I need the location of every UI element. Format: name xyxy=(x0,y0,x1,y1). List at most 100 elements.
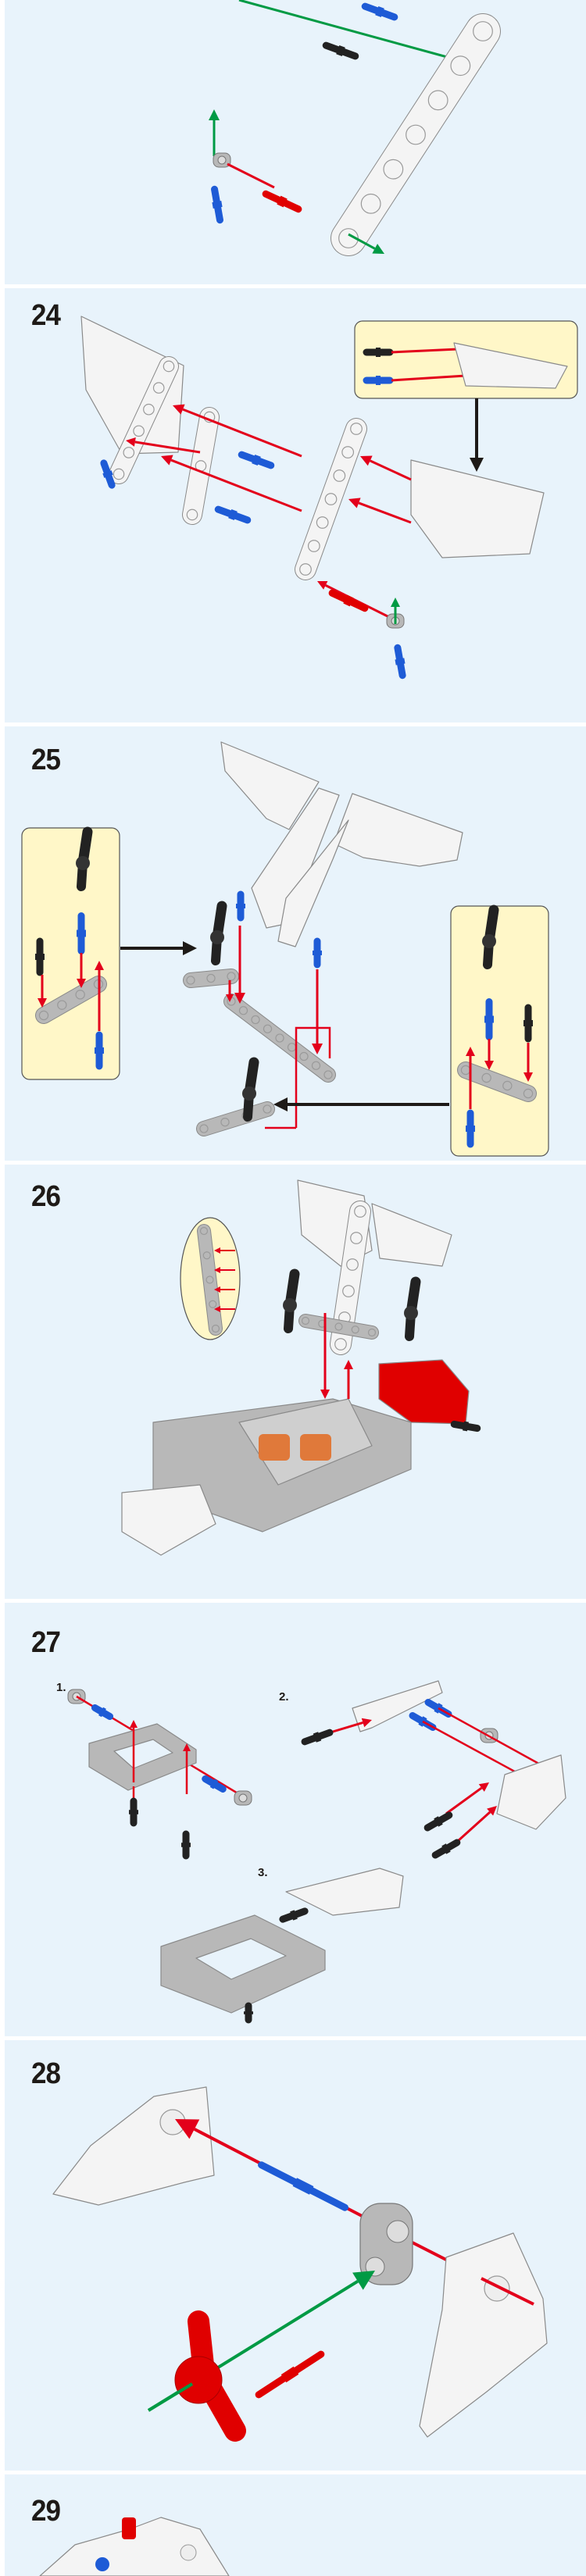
black-angle-connector-hub xyxy=(482,934,496,948)
step-number: 25 xyxy=(31,744,61,776)
grey-l-beam xyxy=(36,976,106,1023)
assembly-arrow-head xyxy=(126,437,136,447)
step-number: 24 xyxy=(31,299,61,332)
beam-hole xyxy=(152,382,165,394)
beam-hole xyxy=(350,1232,363,1244)
beam-hole xyxy=(383,159,404,180)
red-guide-line xyxy=(227,162,275,189)
guide-line xyxy=(391,374,466,382)
beam-hole xyxy=(199,1124,209,1133)
black-pin-collar xyxy=(336,45,345,57)
grey-beam xyxy=(224,994,335,1082)
grey-beam xyxy=(198,1225,222,1335)
step-24-panel: 24 xyxy=(5,288,586,722)
white-panel-left xyxy=(52,2086,215,2206)
blue-pin-collar xyxy=(252,454,261,466)
white-beam xyxy=(295,419,366,580)
black-pin-collar xyxy=(463,1421,469,1432)
grey-connector-hole xyxy=(386,2220,409,2243)
beam-hole xyxy=(209,1300,217,1308)
grey-connector-hole xyxy=(217,155,227,165)
green-arrow xyxy=(348,233,376,250)
beam-hole xyxy=(227,972,236,981)
beam-hole xyxy=(523,1088,534,1099)
beam-hole xyxy=(502,1080,513,1091)
blue-pin xyxy=(95,2557,109,2571)
beam-hole xyxy=(367,1328,377,1337)
orange-motor-gear xyxy=(300,1434,331,1461)
assembly-arrow-head xyxy=(466,1047,475,1056)
beam-hole xyxy=(199,1226,209,1236)
beam-hole xyxy=(346,1258,359,1271)
assembly-arrow xyxy=(358,501,412,524)
beam-hole xyxy=(263,1024,273,1033)
assembly-arrow xyxy=(332,1721,363,1733)
callout-pointer-arrow-head xyxy=(273,1097,288,1111)
assembly-arrow-head xyxy=(214,1267,220,1273)
step-29-panel: 29 xyxy=(5,2474,586,2576)
white-beam xyxy=(251,787,340,929)
assembly-arrow-head xyxy=(317,581,328,590)
assembly-arrow-head xyxy=(161,455,173,466)
beam-hole xyxy=(123,447,135,458)
white-wing-panel xyxy=(220,741,320,830)
beam-hole xyxy=(211,1324,220,1333)
beam-hole xyxy=(323,1070,333,1079)
beam-hole xyxy=(334,1322,343,1331)
beam-hole xyxy=(163,360,175,373)
beam-hole xyxy=(38,1010,49,1021)
beam-hole xyxy=(481,1072,491,1083)
beam-hole xyxy=(316,516,329,529)
beam-hole xyxy=(301,1316,310,1325)
assembly-arrow xyxy=(170,458,302,512)
assembly-arrow-head xyxy=(226,994,234,1002)
step-25-panel: 25 xyxy=(5,726,586,1161)
beam-hole xyxy=(143,403,155,416)
callout-box-right xyxy=(450,905,549,1157)
black-angle-connector-hub xyxy=(283,1298,297,1312)
beam-hole xyxy=(238,1006,248,1015)
white-panel xyxy=(352,1680,443,1732)
step-25-illustration xyxy=(21,741,549,1157)
white-wing-panel xyxy=(333,793,463,867)
beam-hole xyxy=(206,973,216,983)
guide-line xyxy=(391,348,459,354)
white-beam xyxy=(277,819,349,947)
beam-hole xyxy=(406,124,426,145)
guide-line xyxy=(422,1720,521,1776)
grey-connector-hole xyxy=(238,1793,248,1803)
step-24-illustration xyxy=(80,316,578,680)
assembly-arrow-head xyxy=(214,1306,220,1312)
beam-hole xyxy=(354,1205,366,1218)
step-number: 26 xyxy=(31,1180,61,1213)
beam-hole xyxy=(450,55,471,77)
callout-pointer-arrow-head xyxy=(183,941,197,955)
red-hub-connector xyxy=(174,2356,223,2404)
red-part xyxy=(122,2517,136,2539)
beam-hole xyxy=(333,469,346,482)
step-26-illustration xyxy=(121,1179,481,1556)
black-angle-connector-hub xyxy=(76,856,90,870)
assembly-arrow xyxy=(456,1811,491,1843)
step-28-panel: 28 xyxy=(5,2040,586,2471)
white-assembly xyxy=(39,2517,230,2576)
beam-hole xyxy=(334,1338,347,1350)
red-arrow-head xyxy=(175,2119,200,2139)
beam-hole xyxy=(342,1285,355,1297)
assembly-arrow-head xyxy=(183,1743,191,1751)
guide-line xyxy=(438,1707,552,1772)
beam-hole xyxy=(57,1000,67,1010)
black-pin-collar xyxy=(313,1732,322,1743)
blue-pin-collar xyxy=(395,658,406,665)
beam-hole xyxy=(275,1033,284,1043)
blue-pin-collar xyxy=(98,1707,106,1718)
assembly-arrow-head xyxy=(484,1061,494,1070)
assembly-arrow-head xyxy=(214,1286,220,1293)
white-wing-panel xyxy=(410,459,545,558)
beam-hole xyxy=(263,1104,272,1114)
beam-hole xyxy=(427,90,448,111)
orange-motor-gear xyxy=(259,1434,290,1461)
beam-hole xyxy=(473,21,493,41)
callout-pointer-arrow-head xyxy=(470,458,484,472)
assembly-arrow-head xyxy=(360,455,373,466)
